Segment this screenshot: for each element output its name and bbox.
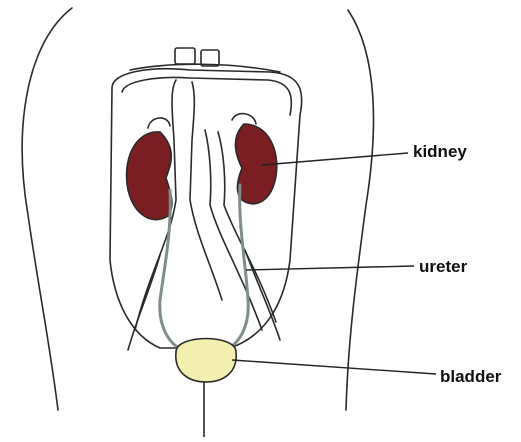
iliac-vessel-left xyxy=(128,255,160,350)
vertebra-left xyxy=(175,48,195,64)
kidney-left xyxy=(127,132,172,220)
adrenal-gland-right xyxy=(232,114,256,124)
body-outline-left xyxy=(22,8,72,410)
label-kidney: kidney xyxy=(413,143,467,160)
label-ureter: ureter xyxy=(419,258,467,275)
abdominal-cavity-inner xyxy=(122,78,291,115)
bladder-shape xyxy=(176,339,236,383)
adrenal-gland-left xyxy=(148,118,170,128)
pointer-line-kidney xyxy=(262,153,408,165)
aorta-inner xyxy=(190,82,222,300)
label-bladder: bladder xyxy=(440,368,501,385)
pointer-line-ureter xyxy=(246,266,414,270)
body-outline-right xyxy=(346,10,373,410)
pointer-line-bladder xyxy=(232,360,436,374)
